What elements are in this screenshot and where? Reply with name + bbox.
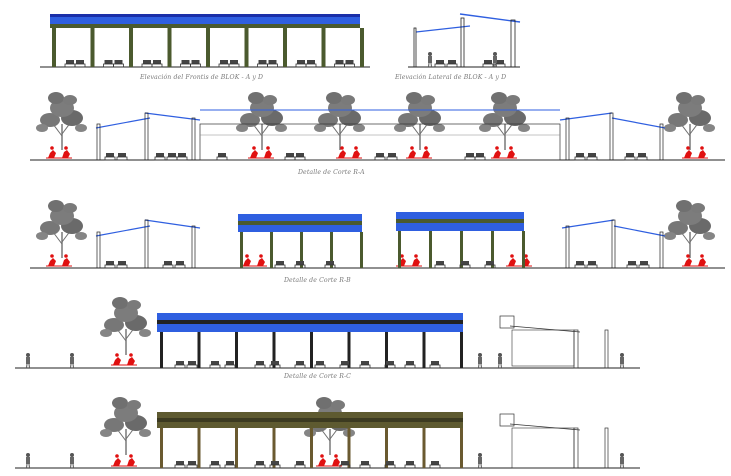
section-rd-drawing [15, 396, 640, 469]
caption-section-ra: Detalle de Corte R-A [298, 169, 365, 176]
caption-side-elevation: Elevación Lateral de BLOK - A y D [395, 74, 507, 81]
caption-section-rc: Detalle de Corte R-C [284, 373, 351, 380]
front-elevation-drawing [40, 14, 370, 68]
section-ra-drawing [30, 91, 725, 161]
section-rc-drawing [15, 296, 640, 369]
caption-front-elevation: Elevación del Frontis de BLOK - A y D [140, 74, 264, 81]
caption-section-rb: Detalle de Corte R-B [284, 277, 351, 284]
side-elevation-drawing [408, 13, 521, 68]
section-rb-drawing [30, 199, 725, 269]
